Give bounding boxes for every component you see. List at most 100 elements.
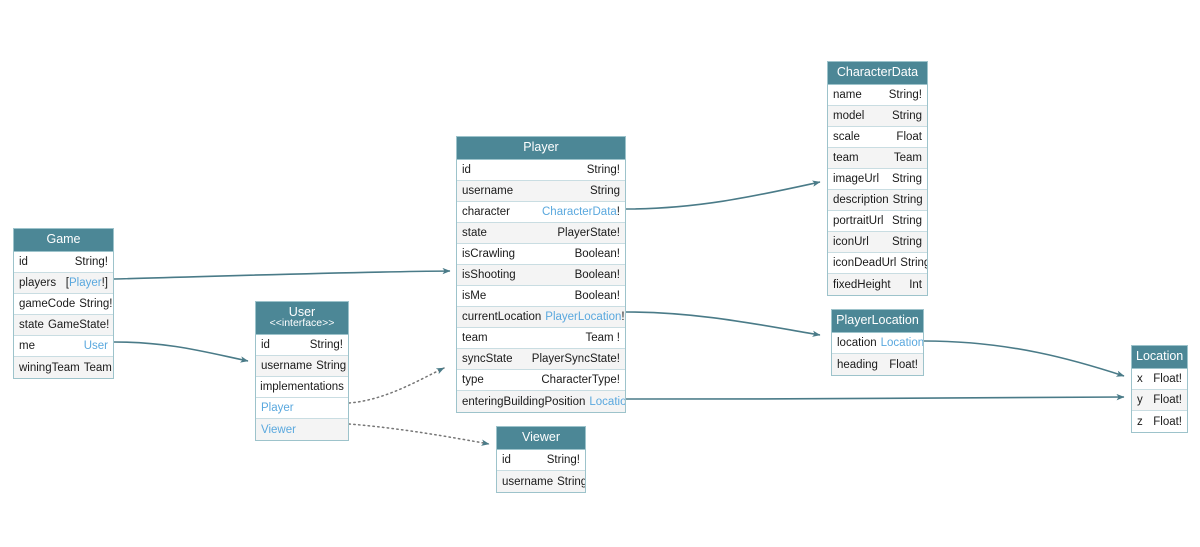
entity-game-title: Game [14,229,113,253]
user-implementation-viewer[interactable]: Viewer [256,419,348,441]
field-name: players [19,277,57,290]
field-characterdata-description[interactable]: description String [828,190,927,212]
field-name: team [833,152,859,165]
field-player-state[interactable]: state PlayerState! [457,223,625,245]
field-player-type[interactable]: type CharacterType! [457,370,625,392]
type-link[interactable]: Player [69,277,102,290]
field-player-id[interactable]: id String! [457,160,625,182]
entity-viewer-title: Viewer [497,427,585,451]
field-characterdata-portraiturl[interactable]: portraitUrl String [828,211,927,233]
field-name: model [833,110,865,123]
field-type: String [891,236,922,249]
field-playerlocation-location[interactable]: location Location! [832,333,923,355]
field-player-character[interactable]: character CharacterData! [457,202,625,224]
field-characterdata-iconurl[interactable]: iconUrl String [828,232,927,254]
field-player-isme[interactable]: isMe Boolean! [457,286,625,308]
field-name: username [462,185,514,198]
field-name: currentLocation [462,311,542,324]
edge-playerlocation-location-to-location [923,340,1125,377]
field-type: Team [893,152,922,165]
field-type: String [557,475,585,488]
field-player-isshooting[interactable]: isShooting Boolean! [457,265,625,287]
field-user-id[interactable]: id String! [256,335,348,357]
field-user-username[interactable]: username String [256,356,348,378]
field-player-team[interactable]: team Team ! [457,328,625,350]
field-game-id[interactable]: id String! [14,252,113,274]
field-player-syncstate[interactable]: syncState PlayerSyncState! [457,349,625,371]
field-name: fixedHeight [833,278,891,291]
field-name: iconDeadUrl [833,257,897,270]
entity-user[interactable]: User <<interface>> id String! username S… [255,301,349,442]
entity-playerlocation[interactable]: PlayerLocation location Location! headin… [831,309,924,377]
field-name: me [19,340,35,353]
field-name: gameCode [19,298,76,311]
user-implementation-player[interactable]: Player [256,398,348,420]
field-name: isShooting [462,269,516,282]
type-link[interactable]: PlayerLocation [545,311,622,324]
field-type: Float! [889,358,918,371]
field-viewer-id[interactable]: id String! [497,450,585,472]
field-location-y[interactable]: y Float! [1132,390,1187,412]
entity-user-title: User <<interface>> [256,302,348,336]
field-characterdata-fixedheight[interactable]: fixedHeight Int [828,274,927,296]
field-type: Boolean! [574,269,620,282]
field-characterdata-imageurl[interactable]: imageUrl String [828,169,927,191]
field-name: syncState [462,353,513,366]
field-game-me[interactable]: me User [14,336,113,358]
field-type: PlayerSyncState! [531,353,620,366]
entity-location-title: Location [1132,346,1187,370]
field-location-z[interactable]: z Float! [1132,411,1187,432]
field-characterdata-icondeadurl[interactable]: iconDeadUrl String [828,253,927,275]
type-link[interactable]: User [83,340,108,353]
field-name: id [462,164,471,177]
field-name: username [502,475,554,488]
field-player-currentlocation[interactable]: currentLocation PlayerLocation! [457,307,625,329]
field-player-username[interactable]: username String [457,181,625,203]
entity-characterdata[interactable]: CharacterData name String! model String … [827,61,928,297]
field-name: x [1137,373,1143,386]
field-type: String! [79,298,113,311]
field-name: character [462,206,510,219]
field-playerlocation-heading[interactable]: heading Float! [832,354,923,376]
field-characterdata-name[interactable]: name String! [828,85,927,107]
field-type: String [891,173,922,186]
field-name: description [833,194,889,207]
entity-player[interactable]: Player id String! username String charac… [456,136,626,414]
field-name: id [502,454,511,467]
field-type: Float! [1153,394,1182,407]
field-type: Float! [1153,415,1182,428]
field-type: String [891,110,922,123]
implementation-link[interactable]: Player [261,402,294,415]
entity-viewer[interactable]: Viewer id String! username String [496,426,586,494]
field-player-enteringbuildingposition[interactable]: enteringBuildingPosition Location [457,391,625,413]
type-link[interactable]: Location [589,395,625,408]
field-location-x[interactable]: x Float! [1132,369,1187,391]
field-type: PlayerLocation! [545,311,625,324]
field-game-gamecode[interactable]: gameCode String! [14,294,113,316]
field-game-players[interactable]: players [Player!] [14,273,113,295]
field-viewer-username[interactable]: username String [497,471,585,493]
field-name: name [833,89,862,102]
field-player-iscrawling[interactable]: isCrawling Boolean! [457,244,625,266]
field-game-state[interactable]: state GameState! [14,315,113,337]
type-link[interactable]: Location [880,337,923,350]
entity-characterdata-title: CharacterData [828,62,927,86]
type-link[interactable]: CharacterData [542,206,617,219]
implementation-link[interactable]: Viewer [261,423,296,436]
entity-location[interactable]: Location x Float! y Float! z Float! [1131,345,1188,434]
field-name: id [19,256,28,269]
field-name: state [462,227,487,240]
field-game-winingteam[interactable]: winingTeam Team [14,357,113,379]
field-name: type [462,374,484,387]
field-characterdata-model[interactable]: model String [828,106,927,128]
field-type: Float [896,131,922,144]
field-characterdata-scale[interactable]: scale Float [828,127,927,149]
field-type: Boolean! [574,290,620,303]
entity-user-stereotype: <<interface>> [269,317,335,330]
field-characterdata-team[interactable]: team Team [828,148,927,170]
field-name: location [837,337,877,350]
entity-game[interactable]: Game id String! players [Player!] gameCo… [13,228,114,380]
entity-player-title: Player [457,137,625,161]
field-type: Team ! [585,332,620,345]
